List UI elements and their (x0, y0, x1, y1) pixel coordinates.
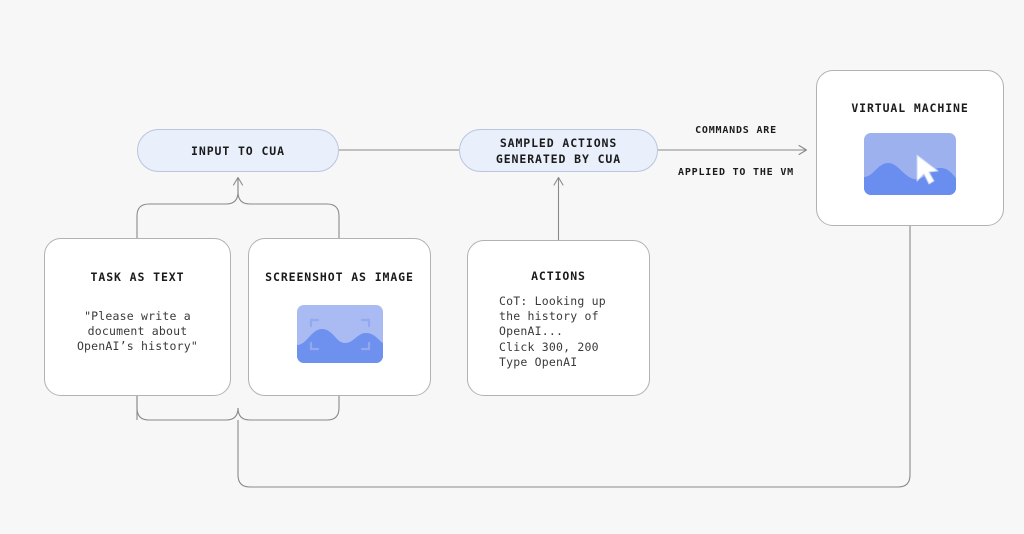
screenshot-thumbnail (297, 305, 383, 363)
commands-label-line2: APPLIED TO THE VM (678, 167, 794, 178)
node-sampled-actions[interactable]: SAMPLED ACTIONS GENERATED BY CUA (459, 129, 658, 172)
cursor-icon (916, 154, 939, 185)
card-task-as-text[interactable]: TASK AS TEXT "Please write a document ab… (44, 238, 231, 396)
input-pill-label: INPUT TO CUA (191, 143, 285, 158)
actions-card-body: CoT: Looking up the history of OpenAI...… (499, 294, 606, 369)
edge-vm-feedback-loop (237, 226, 911, 488)
edge-screenshot-to-input (237, 178, 340, 238)
card-actions[interactable]: ACTIONS CoT: Looking up the history of O… (467, 240, 650, 396)
virtual-machine-thumbnail (864, 133, 956, 195)
arrowhead-to-sampled (553, 176, 564, 186)
edge-task-bottom-stub (136, 396, 239, 421)
screenshot-card-title: SCREENSHOT AS IMAGE (265, 270, 414, 284)
actions-card-title: ACTIONS (531, 269, 586, 283)
label-commands-applied: COMMANDS ARE APPLIED TO THE VM (665, 96, 807, 208)
sampled-pill-line2: GENERATED BY CUA (495, 151, 622, 166)
arrowhead-to-input (232, 176, 244, 186)
arrowhead-to-vm (798, 144, 808, 156)
task-card-title: TASK AS TEXT (90, 270, 185, 284)
vm-card-title: VIRTUAL MACHINE (851, 101, 969, 115)
commands-label-line1: COMMANDS ARE (695, 125, 777, 136)
edge-task-to-input (136, 178, 239, 238)
task-card-body: "Please write a document about OpenAI’s … (76, 309, 199, 354)
sampled-pill-line1: SAMPLED ACTIONS (499, 135, 618, 150)
edge-screenshot-bottom-stub (237, 396, 340, 421)
node-input-to-cua[interactable]: INPUT TO CUA (137, 129, 339, 172)
